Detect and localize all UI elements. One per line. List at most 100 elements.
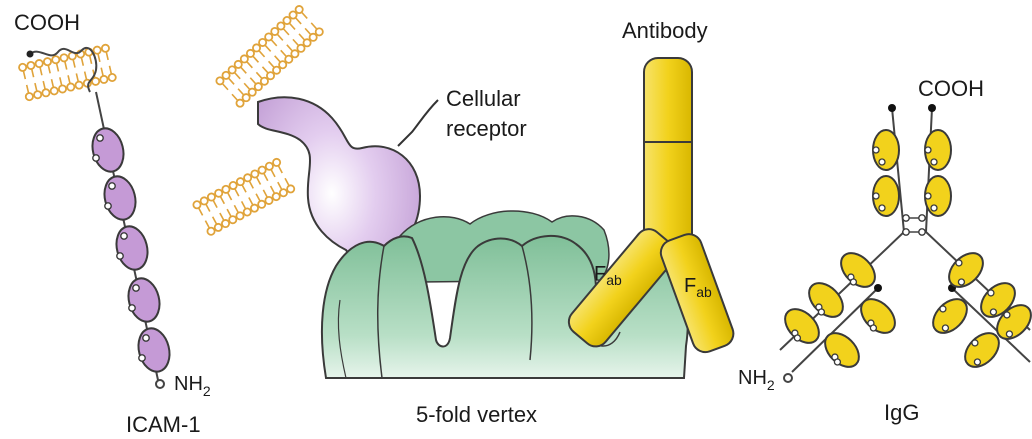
igg-disulfide [974,359,980,365]
lipid-head [26,93,33,100]
lipid-head [215,224,222,231]
lipid-head [296,6,303,13]
lipid-head [291,50,298,57]
icam-disulfide [117,253,123,259]
igg-disulfide [794,335,800,341]
icam-disulfide [109,183,115,189]
igg-disulfide [956,260,962,266]
lipid-head [241,55,248,62]
icam-disulfide [105,203,111,209]
lipid-head [273,159,280,166]
hinge-cysteine [903,215,909,221]
igg-disulfide [834,359,840,365]
icam-ig-domain [88,125,128,175]
igg-terminus-left [888,104,896,112]
lipid-head [59,85,66,92]
igg-nh2-terminus [784,374,792,382]
lipid-head [259,167,266,174]
lipid-head [253,44,260,51]
lipid-head [44,58,51,65]
lipid-head [259,39,266,46]
lipid-head [273,67,280,74]
lipid-head [75,82,82,89]
lipid-head [52,56,59,63]
igg-disulfide [942,325,948,331]
icam-disulfide [133,285,139,291]
lipid-head [19,64,26,71]
lipid-head [244,174,251,181]
antibody-title: Antibody [622,18,708,43]
igg-disulfide [925,193,931,199]
icam-disulfide [121,233,127,239]
lipid-head [247,50,254,57]
lipid-head [265,33,272,40]
igg-disulfide [931,205,937,211]
lipid-head [244,208,251,215]
lipid-head [261,78,268,85]
lipid-head [51,87,58,94]
lipid-head [267,72,274,79]
lipid-head [265,197,272,204]
igg-domain [855,293,902,340]
lipid-head [243,94,250,101]
igg-disulfide [988,290,994,296]
lipid-head [216,77,223,84]
antibody-fc-rod [644,58,692,254]
icam-cooh-terminus [27,51,34,58]
icam-disulfide [93,155,99,161]
icam-disulfide [129,305,135,311]
igg-disulfide [850,279,856,285]
lipid-head [222,72,229,79]
icam-ig-domain [124,275,164,325]
vertex-label: 5-fold vertex [416,402,537,427]
lipid-head [94,47,101,54]
icam-ig-domain [112,223,152,273]
lipid-head [222,220,229,227]
lipid-head [34,91,41,98]
icam-nh2-terminus [156,380,164,388]
lipid-head [316,28,323,35]
lipid-head [42,89,49,96]
icam-cooh-label: COOH [14,10,80,35]
igg-disulfide [958,279,964,285]
lipid-head [283,17,290,24]
igg-terminus-right [928,104,936,112]
lipid-head [310,34,317,41]
receptor-label-line2: receptor [446,116,527,141]
lipid-head [222,186,229,193]
icam-ig-domain [134,325,174,375]
lipid-head [229,216,236,223]
receptor-pointer-line [398,100,438,146]
igg-domain [927,293,974,340]
igg-disulfide [873,193,879,199]
lipid-head [277,22,284,29]
igg-disulfide [925,147,931,153]
igg-disulfide [940,306,946,312]
igg-domain [819,327,866,374]
lipid-head [229,66,236,73]
igg-hinge-disulfides [902,215,926,235]
lipid-head [27,62,34,69]
lipid-head [109,74,116,81]
lipid-head [289,11,296,18]
lipid-head [280,189,287,196]
igg-disulfide [1006,331,1012,337]
lipid-head [193,201,200,208]
icam-nh2-label: NH2 [174,373,211,399]
lipid-head [67,83,74,90]
igg-disulfide [990,309,996,315]
receptor-membrane-upper [216,6,322,107]
lipid-head [201,197,208,204]
igg-name-label: IgG [884,400,919,425]
lipid-head [215,190,222,197]
lipid-head [207,228,214,235]
lipid-head [251,205,258,212]
lipid-head [36,60,43,67]
lipid-head [230,182,237,189]
igg-disulfide [879,159,885,165]
igg-cooh-label: COOH [918,76,984,101]
igg-light-terminus-left [874,284,882,292]
receptor-label-line1: Cellular [446,86,521,111]
hinge-cysteine [903,229,909,235]
